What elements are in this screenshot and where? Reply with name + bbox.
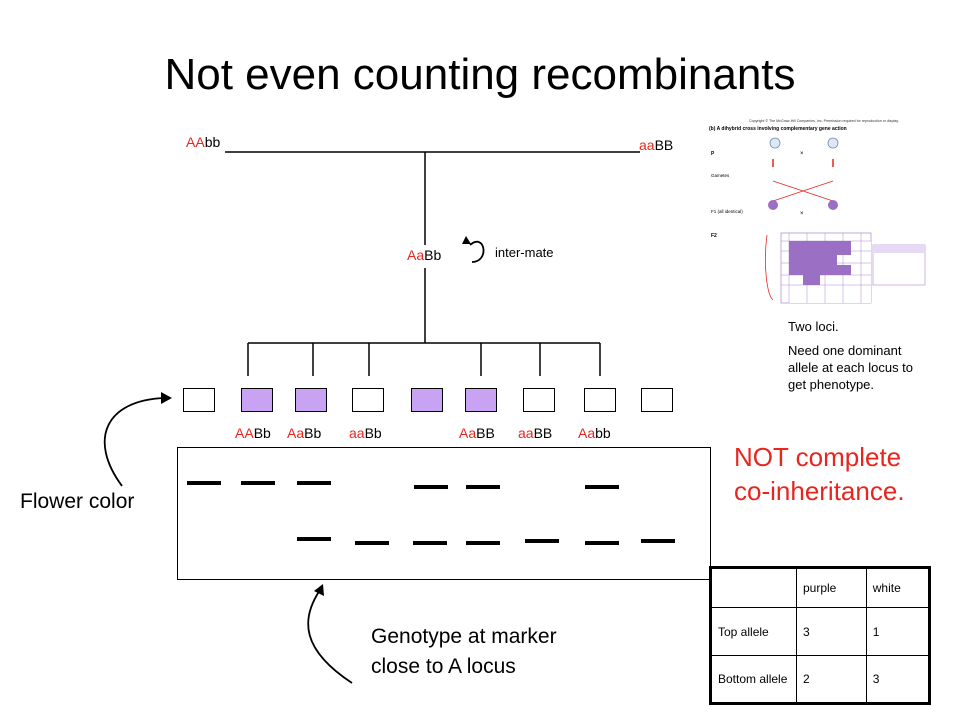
- offspring-box-8: [584, 388, 616, 412]
- gel-band-top-6: [585, 485, 619, 489]
- offspring-genotype-1: AABb: [235, 425, 271, 441]
- flower-color-label: Flower color: [20, 490, 135, 513]
- parent-left-genotype: AAbb: [186, 134, 220, 150]
- allele-b: bb: [595, 425, 611, 441]
- inset-f1-label: F1 (all identical): [711, 209, 743, 214]
- table-row: Top allele 3 1: [710, 607, 931, 656]
- inset-f2-label: F2: [711, 233, 717, 239]
- table-cell: 3: [796, 607, 867, 656]
- allele-b: BB: [533, 425, 553, 441]
- offspring-box-3: [295, 388, 327, 412]
- allele-a: Aa: [287, 425, 305, 441]
- gel-band-top-4: [414, 485, 448, 489]
- inset-figure-graphic: Copyright © The McGraw-Hill Companies, I…: [709, 119, 926, 304]
- offspring-genotype-4: AaBB: [459, 425, 495, 441]
- figure-note-dominant-allele: Need one dominant allele at each locus t…: [788, 343, 914, 392]
- punnett-square: [780, 232, 872, 304]
- conclusion-text: NOT complete co-inheritance.: [734, 442, 905, 506]
- allele-a: Aa: [459, 425, 477, 441]
- purple-flower-icon: [828, 200, 838, 210]
- allele-a: Aa: [407, 247, 425, 263]
- inset-gametes-label: Gametes: [711, 173, 730, 178]
- offspring-genotype-6: Aabb: [578, 425, 611, 441]
- gel-band-bottom-6: [585, 541, 619, 545]
- gel-band-top-3: [297, 481, 331, 485]
- inset-figure: Copyright © The McGraw-Hill Companies, I…: [707, 115, 937, 310]
- allele-a: AA: [186, 134, 205, 150]
- allele-b: BB: [654, 137, 674, 153]
- purple-flower-icon: [768, 200, 778, 210]
- allele-b: bb: [204, 134, 221, 150]
- table-cell: 1: [865, 607, 931, 656]
- gel-band-top-5: [466, 485, 500, 489]
- parent-right-genotype: aaBB: [639, 137, 673, 153]
- table-header-cell: purple: [796, 567, 867, 608]
- white-flower-icon: [827, 137, 839, 149]
- allele-b: Bb: [424, 247, 442, 263]
- table-row-label: Top allele: [710, 607, 797, 656]
- table-header-cell: [710, 567, 797, 608]
- intermate-label: inter-mate: [495, 245, 554, 260]
- inset-p-label: P: [711, 151, 715, 157]
- marker-gel: [177, 447, 711, 580]
- gel-band-bottom-5: [525, 539, 559, 543]
- figure-note-two-loci: Two loci.: [788, 319, 839, 334]
- inset-caption: (b) A dihybrid cross involving complemen…: [709, 126, 847, 132]
- gel-band-top-2: [241, 481, 275, 485]
- table-cell: 3: [865, 655, 931, 704]
- inset-copyright: Copyright © The McGraw-Hill Companies, I…: [749, 119, 899, 123]
- table-header-cell: white: [865, 567, 931, 608]
- allele-b: Bb: [364, 425, 382, 441]
- allele-a: aa: [639, 137, 655, 153]
- offspring-genotype-2: AaBb: [287, 425, 321, 441]
- offspring-genotype-5: aaBB: [518, 425, 552, 441]
- offspring-box-2: [241, 388, 273, 412]
- offspring-box-5: [411, 388, 443, 412]
- allele-a: Aa: [578, 425, 596, 441]
- svg-text:×: ×: [800, 151, 804, 157]
- table-row: Bottom allele 2 3: [710, 655, 931, 704]
- allele-b: BB: [476, 425, 495, 441]
- table-header-row: purple white: [710, 567, 931, 608]
- tally-table: purple white Top allele 3 1 Bottom allel…: [709, 566, 931, 705]
- table-cell: 2: [796, 655, 867, 704]
- gel-band-bottom-4: [466, 541, 500, 545]
- f1-genotype: AaBb: [407, 247, 441, 263]
- gel-band-bottom-3: [413, 541, 447, 545]
- offspring-box-1: [183, 388, 215, 412]
- offspring-box-6: [465, 388, 497, 412]
- allele-b: Bb: [304, 425, 322, 441]
- slide-title: Not even counting recombinants: [164, 50, 796, 99]
- svg-text:×: ×: [800, 211, 804, 217]
- gel-band-bottom-7: [641, 539, 675, 543]
- allele-a: aa: [349, 425, 365, 441]
- offspring-genotype-3: aaBb: [349, 425, 382, 441]
- gel-band-bottom-2: [355, 541, 389, 545]
- white-flower-icon: [769, 137, 781, 149]
- table-row-label: Bottom allele: [710, 655, 797, 704]
- offspring-box-4: [352, 388, 384, 412]
- gel-band-top-1: [187, 481, 221, 485]
- offspring-box-9: [641, 388, 673, 412]
- offspring-box-7: [523, 388, 555, 412]
- allele-a: AA: [235, 425, 254, 441]
- genotype-marker-label: Genotype at marker close to A locus: [371, 625, 557, 678]
- allele-a: aa: [518, 425, 534, 441]
- allele-b: Bb: [253, 425, 271, 441]
- gel-band-bottom-1: [297, 537, 331, 541]
